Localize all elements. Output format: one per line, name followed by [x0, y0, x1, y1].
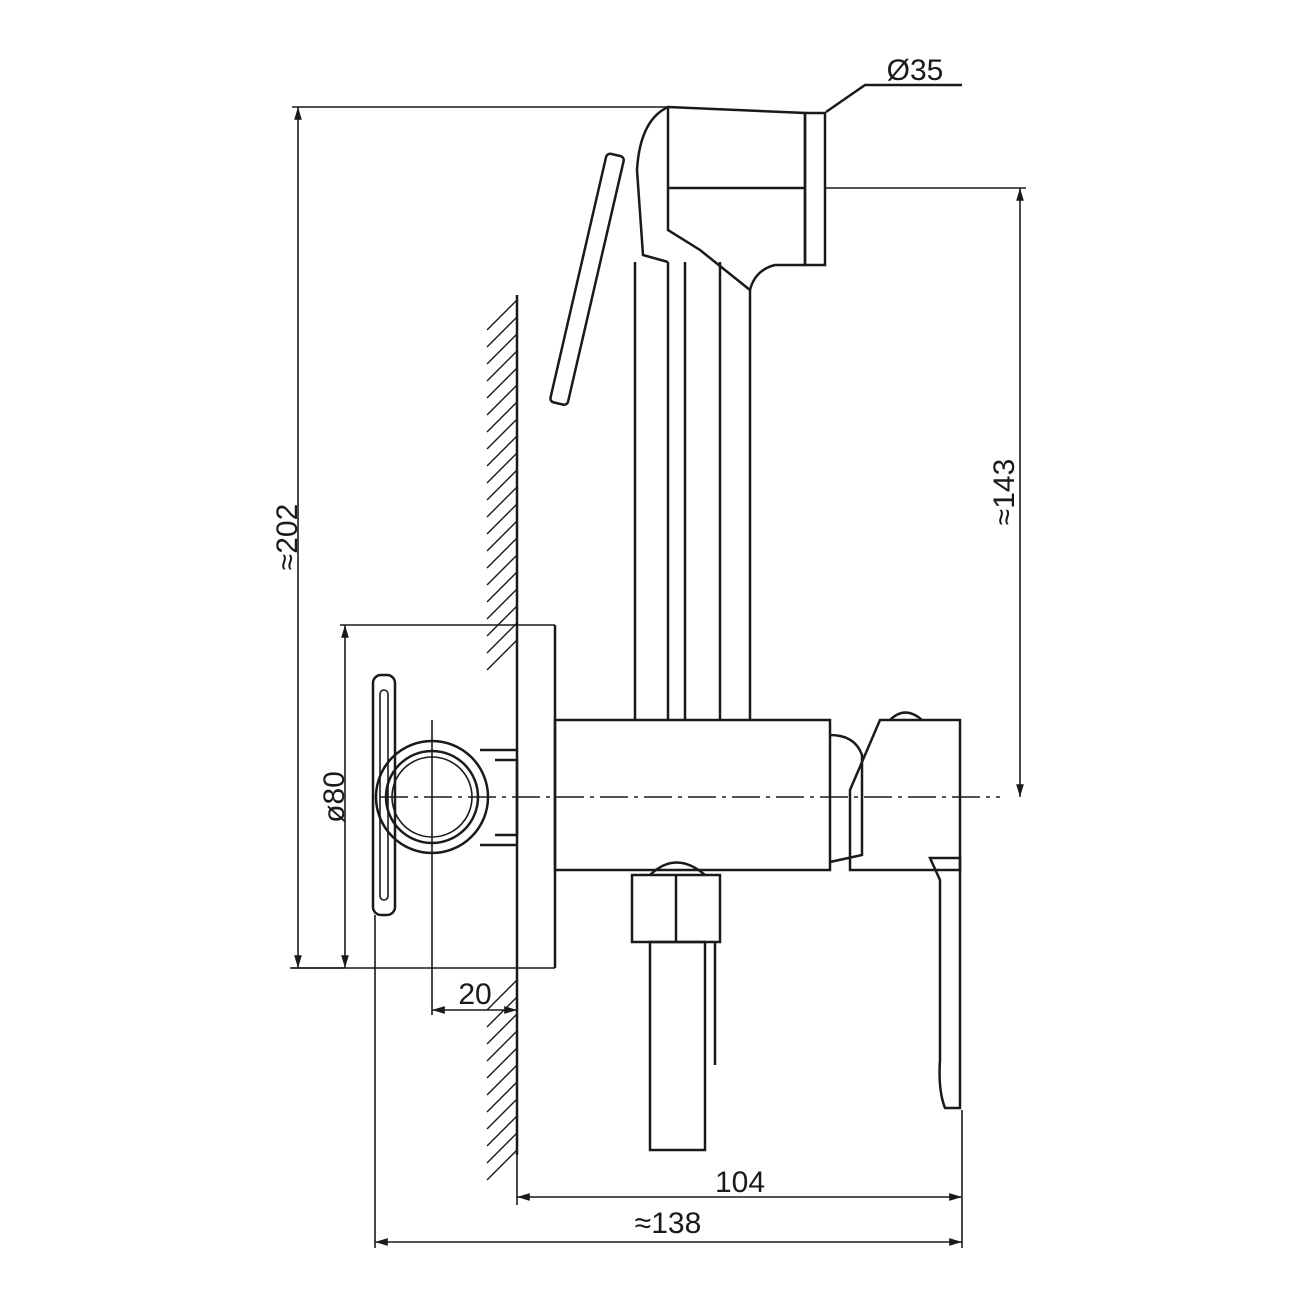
dim-wall-offset: 20 [432, 978, 517, 1014]
hatch-line [486, 1115, 518, 1147]
wall-plate: ø80 [290, 624, 557, 969]
hose [633, 262, 752, 720]
inlet-fitting [371, 673, 519, 1015]
trigger-lever [549, 152, 625, 406]
hatch-line [486, 605, 518, 637]
label-head-height: ≈143 [988, 459, 1021, 526]
spray-head [549, 105, 827, 406]
hatch-line [486, 367, 518, 399]
hatch-line [486, 1081, 518, 1113]
dim-head-diameter: Ø35 [825, 54, 962, 114]
dim-total-height: ≈202 [271, 106, 668, 969]
hatch-line [486, 554, 518, 586]
hatch-line [486, 384, 518, 416]
hatch-line [486, 469, 518, 501]
label-projection: 104 [715, 1166, 765, 1199]
hose-connector [630, 861, 722, 1152]
lever-handle [848, 711, 962, 1110]
hatch-line [486, 1098, 518, 1130]
dim-projection: 104 [516, 1110, 963, 1248]
mixer-body [553, 718, 864, 872]
dim-total-depth: ≈138 [374, 915, 962, 1248]
hatch-line [486, 1013, 518, 1045]
wall-hatching [486, 295, 519, 1181]
label-head-diameter: Ø35 [887, 54, 944, 87]
hatch-line [486, 435, 518, 467]
hatch-line [486, 588, 518, 620]
label-plate-diameter: ø80 [318, 771, 351, 823]
hatch-line [486, 1064, 518, 1096]
label-total-height: ≈202 [271, 504, 304, 571]
hatch-line [486, 299, 518, 331]
dim-head-height: ≈143 [826, 187, 1026, 797]
hatch-line [486, 537, 518, 569]
hatch-line [486, 571, 518, 603]
hatch-line [486, 350, 518, 382]
hatch-line [486, 418, 518, 450]
hatch-line [486, 622, 518, 654]
hatch-line [486, 520, 518, 552]
label-total-depth: ≈138 [635, 1207, 702, 1240]
hatch-line [486, 316, 518, 348]
hatch-line [486, 333, 518, 365]
hatch-line [486, 1149, 518, 1181]
hatch-line [486, 486, 518, 518]
hatch-line [486, 1047, 518, 1079]
hatch-line [486, 979, 518, 1011]
hatch-line [486, 452, 518, 484]
hatch-line [486, 401, 518, 433]
hatch-line [486, 639, 518, 671]
hatch-line [486, 1132, 518, 1164]
hatch-line [486, 1030, 518, 1062]
hatch-line [486, 503, 518, 535]
label-wall-offset: 20 [458, 978, 491, 1011]
